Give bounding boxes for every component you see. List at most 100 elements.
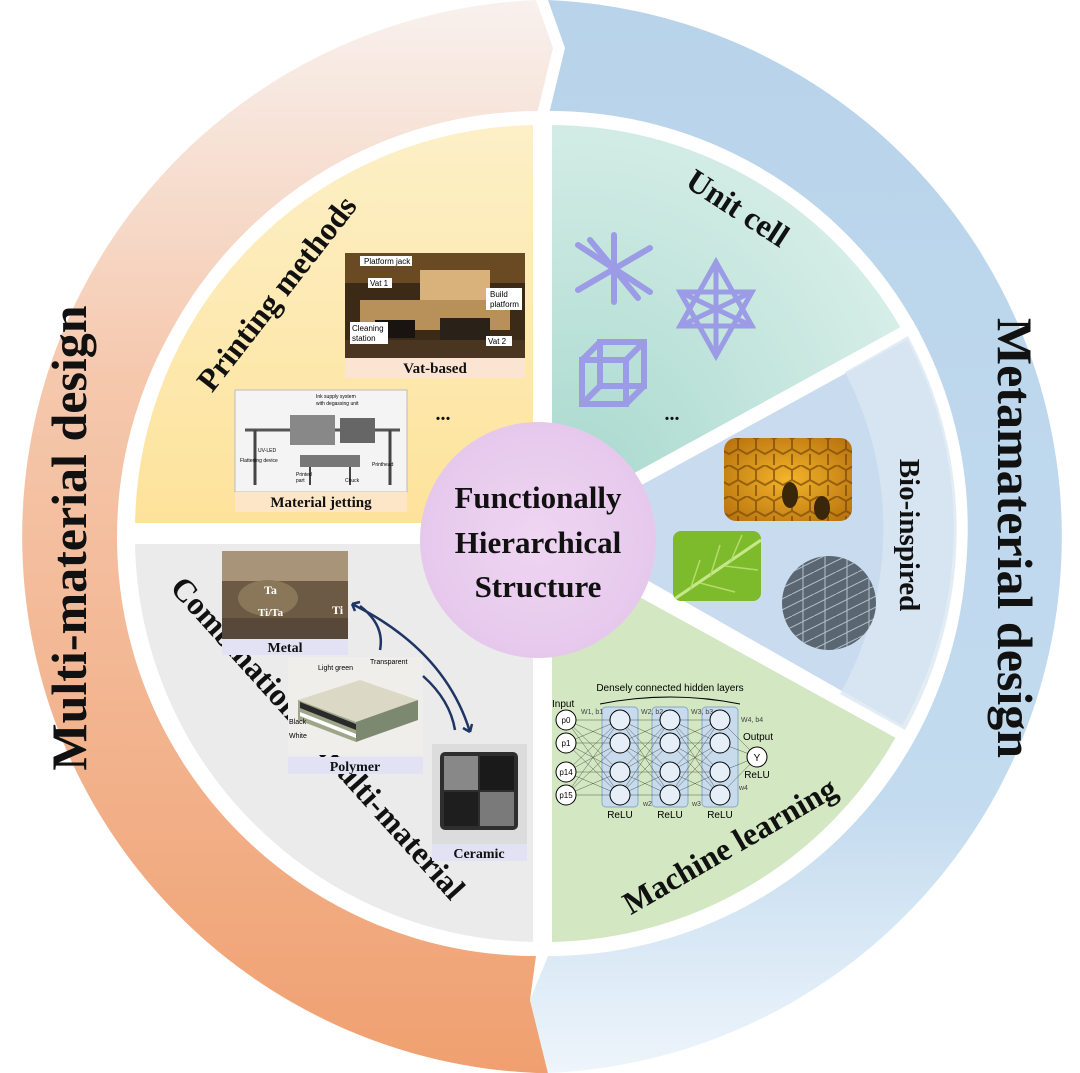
outer-ring-left	[22, 0, 553, 1073]
dragonfly-wing-image	[782, 556, 876, 650]
nn-edge	[619, 719, 671, 796]
vat-label-station: station	[352, 334, 376, 343]
nn-hidden-node	[659, 761, 681, 783]
center-line-3: Structure	[475, 569, 602, 604]
ceramic-image	[432, 744, 527, 844]
nn-w4: w4	[738, 785, 748, 792]
material-arrows	[350, 600, 474, 734]
jet-caption: Material jetting	[270, 495, 372, 511]
nn-hidden-node	[659, 732, 681, 754]
ceramic-caption: Ceramic	[453, 847, 504, 862]
cube-lattice-icon	[579, 339, 647, 407]
nn-input-node-label: p0	[562, 716, 571, 725]
nn-input-node	[555, 709, 577, 731]
nn-w3b: W3, b3	[691, 709, 713, 716]
leaf-image	[673, 531, 761, 601]
center-circle	[420, 422, 656, 658]
nn-relu-3: ReLU	[707, 810, 733, 821]
nn-hidden-node	[609, 784, 631, 806]
nn-input-node	[555, 732, 577, 754]
nn-hidden-node	[709, 761, 731, 783]
polymer-label-transparent: Transparent	[370, 659, 408, 666]
nn-input-node-label: p14	[559, 768, 573, 777]
nn-w3: w3	[691, 801, 701, 808]
nn-edge	[565, 719, 621, 773]
center-line-2: Hierarchical	[455, 525, 622, 560]
sector-printing-methods	[120, 110, 547, 537]
jet-label-uv-led: UV-LED	[258, 448, 276, 454]
nn-hidden-node	[709, 784, 731, 806]
polymer-label-white: White	[289, 733, 307, 740]
nn-input-node	[555, 761, 577, 783]
nn-output-node-label: Y	[754, 753, 761, 764]
unit-cell-ellipsis: ...	[665, 403, 680, 425]
metal-caption: Metal	[268, 641, 303, 656]
octet-lattice-icon	[675, 256, 757, 362]
nn-edge	[669, 719, 721, 796]
nn-output-label: Output	[743, 732, 773, 743]
printing-ellipsis: ...	[436, 403, 451, 425]
vat-caption-box	[345, 358, 525, 378]
nn-input-node	[555, 784, 577, 806]
material-jetting-image: Ink supply system with degassing unit UV…	[234, 389, 408, 493]
vat-label-build: Build	[490, 290, 508, 299]
jet-label-ink-supply: Ink supply system	[316, 394, 356, 400]
jet-label-degassing: with degassing unit	[316, 401, 359, 407]
nn-hidden-node	[609, 709, 631, 731]
polymer-caption-box	[288, 757, 423, 774]
jet-label-flattening: Flattening device	[240, 458, 278, 464]
nn-relu-1: ReLU	[607, 810, 633, 821]
outer-title-left: Multi-material design	[41, 305, 97, 770]
nn-hidden-node	[609, 761, 631, 783]
metal-label-ta: Ta	[264, 583, 277, 597]
metal-label-ti: Ti	[332, 603, 344, 617]
nn-edge	[669, 719, 721, 773]
nn-input-node-label: p15	[559, 791, 573, 800]
vat-label-platform-jack: Platform jack	[364, 257, 411, 266]
polymer-label-light-green: Light green	[318, 665, 353, 672]
nn-header: Densely connected hidden layers	[596, 683, 743, 694]
vat-label-platform: platform	[490, 300, 519, 309]
vat-based-image: Platform jack Vat 1 Build platform Clean…	[345, 253, 525, 361]
jet-label-part: part	[296, 478, 305, 484]
nn-hidden-node	[709, 732, 731, 754]
metal-caption-box	[222, 639, 348, 655]
polymer-caption: Polymer	[330, 760, 381, 775]
bio-outer-band	[840, 336, 957, 730]
title-bio-inspired: Bio-inspired	[893, 459, 925, 612]
nn-input-label: Input	[552, 699, 574, 710]
nn-edge	[619, 719, 671, 773]
vat-label-vat1: Vat 1	[370, 279, 389, 288]
nn-relu-2: ReLU	[657, 810, 683, 821]
nn-hidden-node	[609, 732, 631, 754]
honeycomb-image	[724, 438, 852, 521]
nn-edge	[669, 742, 721, 796]
outer-title-right: Metamaterial design	[987, 318, 1043, 758]
neural-network: Densely connected hidden layers Input Ou…	[552, 683, 773, 821]
outer-ring-right	[530, 0, 1062, 1073]
nn-w4b: W4, b4	[741, 717, 763, 724]
nn-relu-out: ReLU	[744, 770, 770, 781]
nn-input-node-label: p1	[562, 739, 571, 748]
jet-label-printed: Printed	[296, 472, 312, 478]
vat-label-box	[360, 256, 412, 266]
nn-output-node	[746, 746, 768, 768]
metal-label-tita: Ti/Ta	[258, 607, 284, 619]
jet-caption-box	[235, 492, 407, 512]
nn-edge	[565, 742, 621, 796]
ceramic-caption-box	[432, 844, 527, 861]
vat-caption: Vat-based	[403, 361, 467, 377]
nn-hidden-node	[709, 709, 731, 731]
polymer-label-black: Black	[289, 719, 307, 726]
metal-image: Ta Ti/Ta Ti	[222, 551, 348, 639]
jet-label-printhead: Printhead	[372, 462, 394, 468]
nn-hidden-node	[659, 784, 681, 806]
jet-label-chuck: Chuck	[345, 478, 360, 484]
center-line-1: Functionally	[454, 480, 622, 515]
star-lattice-icon	[575, 232, 653, 305]
unit-cell-lattices	[575, 232, 757, 407]
nn-w2b: W2, b2	[641, 709, 663, 716]
vat-label-cleaning: Cleaning	[352, 324, 384, 333]
nn-hidden-node	[659, 709, 681, 731]
